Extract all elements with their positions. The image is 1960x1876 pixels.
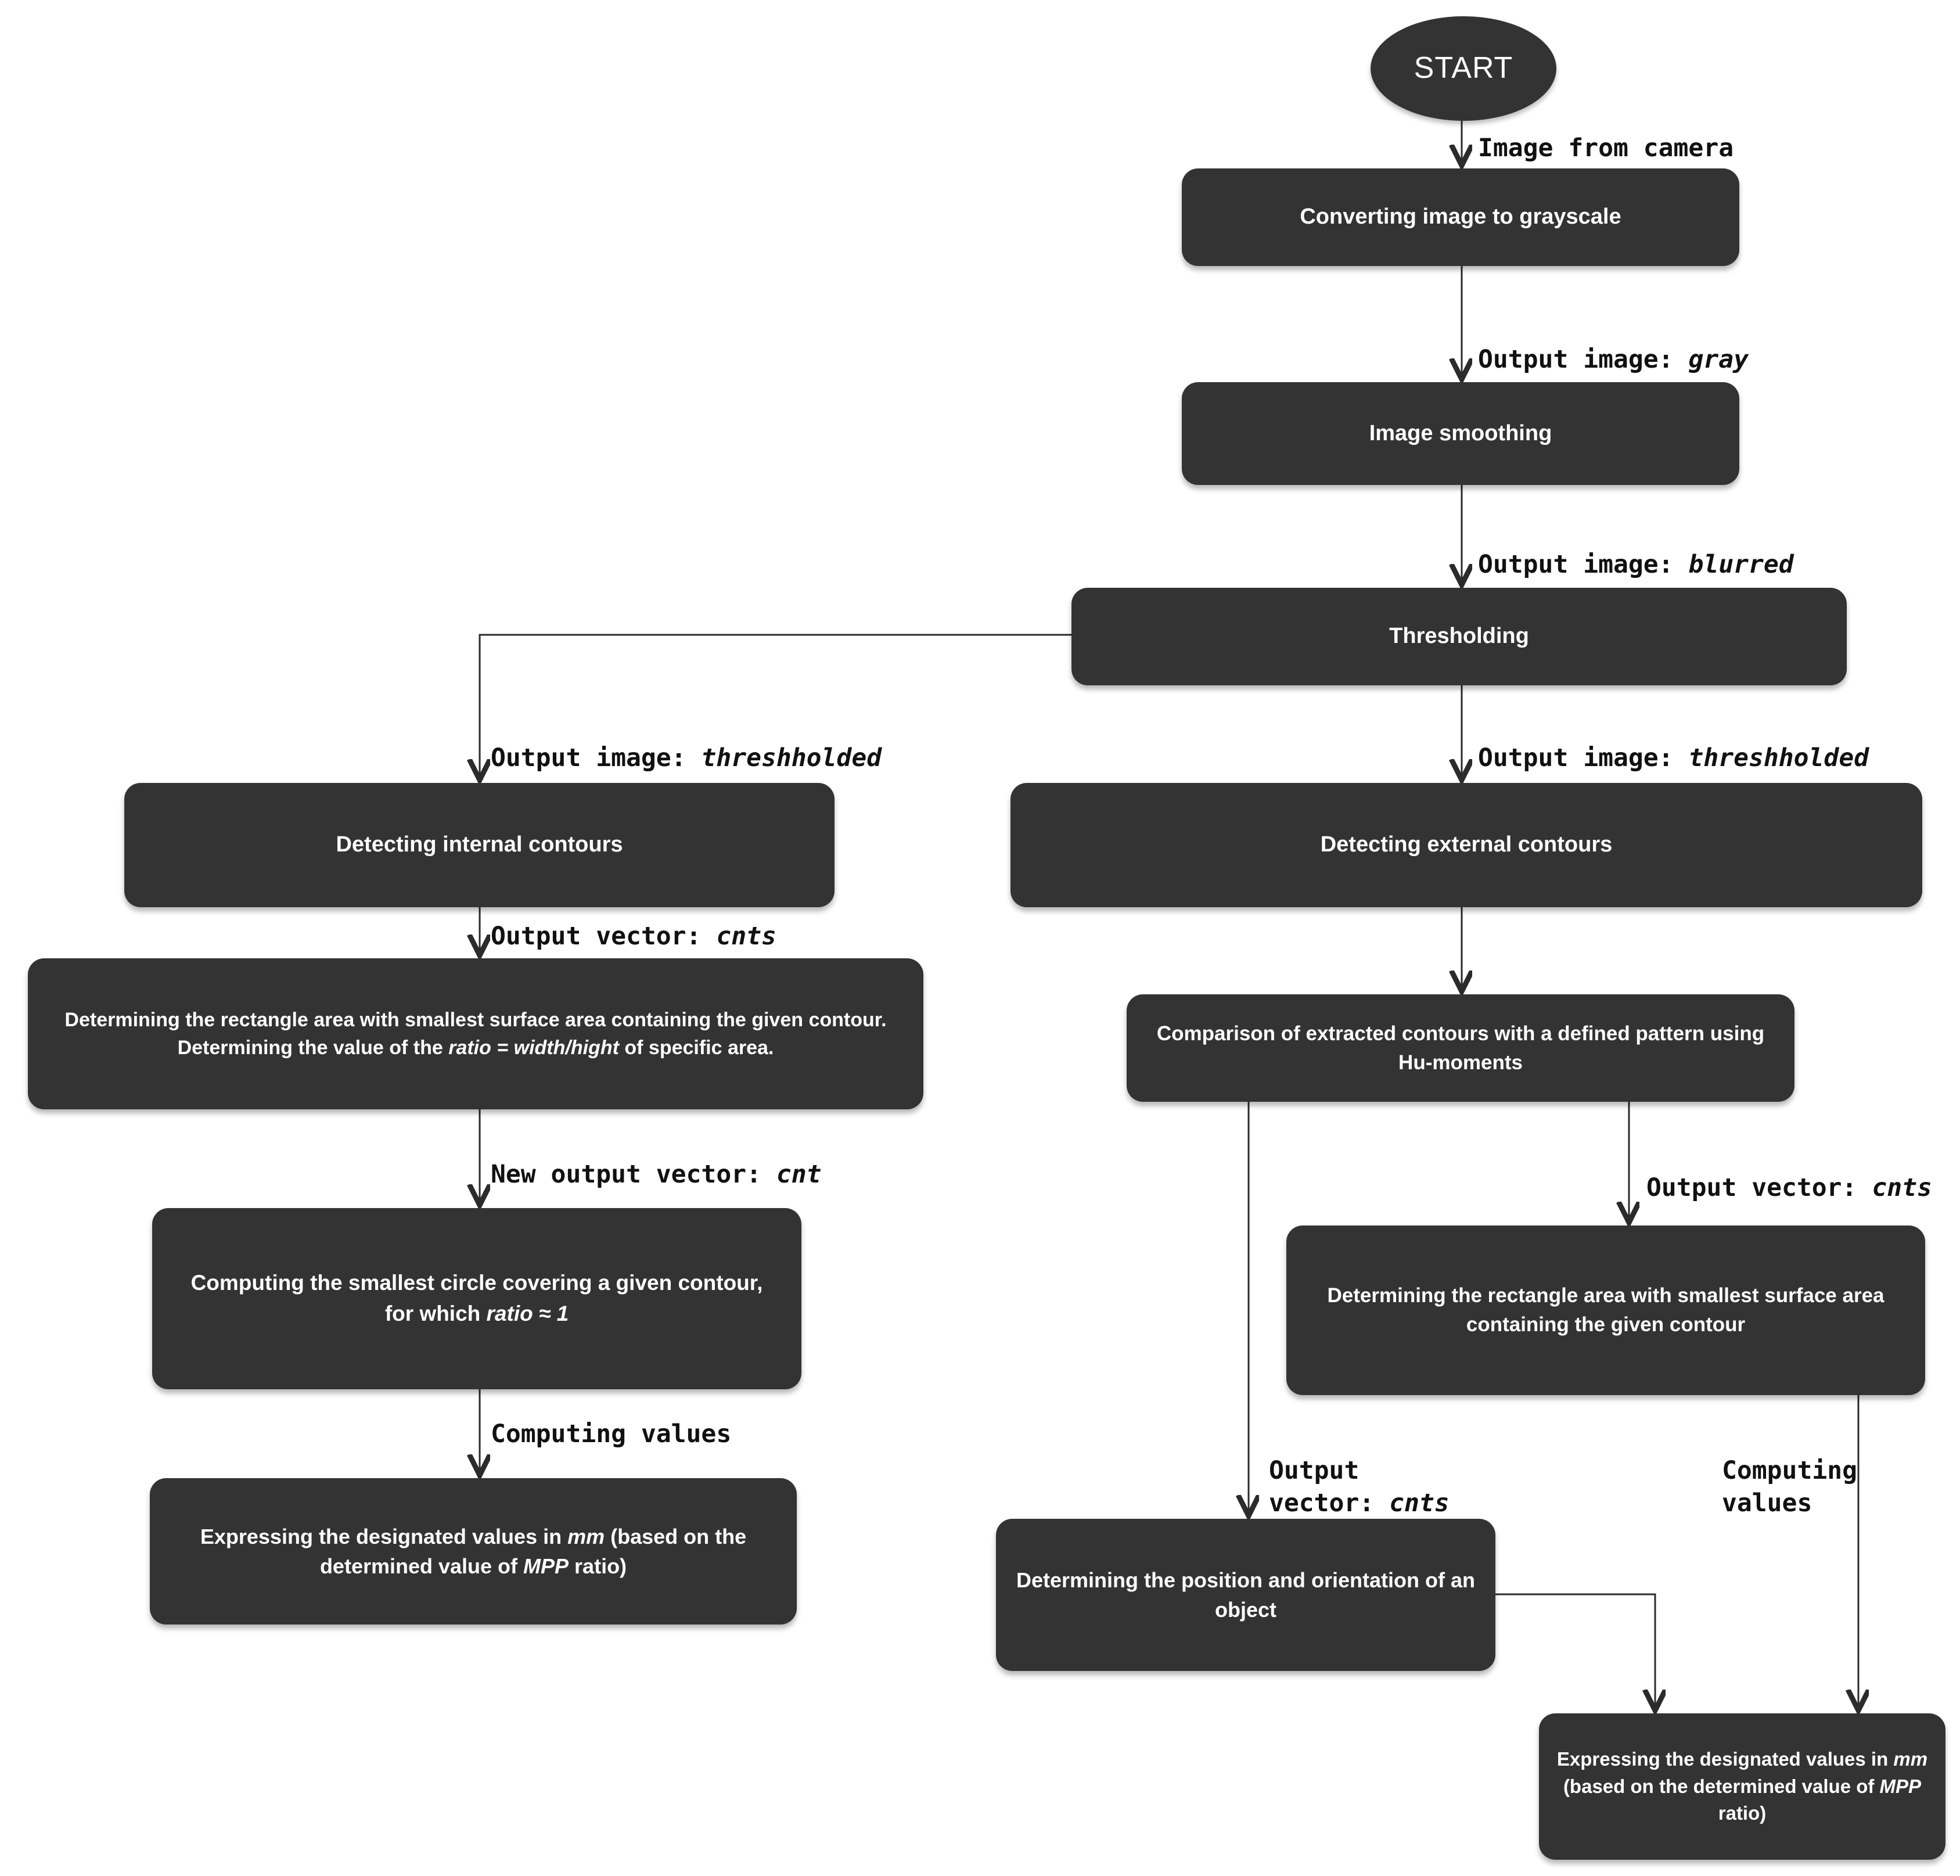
- node-text: Comparison of extracted contours with a …: [1156, 1022, 1765, 1074]
- node-text: Thresholding: [1389, 624, 1529, 649]
- edge-label-output-cnts-left: Output vector: cnts: [491, 922, 776, 951]
- edge-label-computing-values-left: Computing values: [491, 1419, 732, 1449]
- node-detecting-internal-contours: Detecting internal contours: [124, 783, 835, 907]
- node-text: Determining the position and orientation…: [1016, 1568, 1475, 1622]
- node-text: Converting image to grayscale: [1300, 204, 1621, 229]
- edge-position-to-express-right: [1495, 1593, 1655, 1709]
- node-text: Expressing the designated values in mm (…: [200, 1524, 747, 1578]
- node-computing-smallest-circle: Computing the smallest circle covering a…: [152, 1208, 801, 1389]
- edge-threshold-to-internal: [480, 634, 1071, 778]
- node-expressing-values-left: Expressing the designated values in mm (…: [150, 1478, 797, 1625]
- edge-label-output-blurred: Output image: blurred: [1478, 550, 1794, 579]
- node-text: Expressing the designated values in mm (…: [1556, 1748, 1928, 1824]
- edge-label-computing-values-two-line: Computing values: [1722, 1456, 1857, 1518]
- node-text: Computing the smallest circle covering a…: [190, 1271, 763, 1325]
- edge-label-output-threshholded-right: Output image: threshholded: [1478, 743, 1869, 772]
- node-determining-rectangle-ratio: Determining the rectangle area with smal…: [28, 958, 923, 1109]
- edge-label-output-cnts-two-line: Output vector: cnts: [1269, 1456, 1450, 1518]
- node-text: Detecting internal contours: [336, 832, 623, 857]
- node-detecting-external-contours: Detecting external contours: [1010, 783, 1922, 907]
- node-converting-grayscale: Converting image to grayscale: [1182, 168, 1739, 266]
- node-image-smoothing: Image smoothing: [1182, 382, 1739, 485]
- node-text: Image smoothing: [1369, 421, 1552, 445]
- start-node: START: [1371, 16, 1556, 121]
- edge-label-output-gray: Output image: gray: [1478, 345, 1749, 374]
- edge-label-output-cnts-right: Output vector: cnts: [1646, 1173, 1932, 1202]
- node-comparison-hu-moments: Comparison of extracted contours with a …: [1127, 994, 1794, 1102]
- node-determining-rectangle-right: Determining the rectangle area with smal…: [1286, 1225, 1925, 1395]
- node-text: Detecting external contours: [1320, 832, 1613, 857]
- start-label: START: [1414, 51, 1513, 85]
- edge-label-output-threshholded-left: Output image: threshholded: [491, 743, 882, 772]
- node-thresholding: Thresholding: [1071, 588, 1847, 685]
- node-determining-position-orientation: Determining the position and orientation…: [996, 1519, 1495, 1671]
- node-expressing-values-right: Expressing the designated values in mm (…: [1539, 1713, 1945, 1860]
- node-text: Determining the rectangle area with smal…: [1327, 1284, 1885, 1336]
- edge-label-image-from-camera: Image from camera: [1478, 134, 1734, 163]
- node-text: Determining the rectangle area with smal…: [64, 1008, 887, 1059]
- edge-label-new-output-cnt: New output vector: cnt: [491, 1160, 822, 1189]
